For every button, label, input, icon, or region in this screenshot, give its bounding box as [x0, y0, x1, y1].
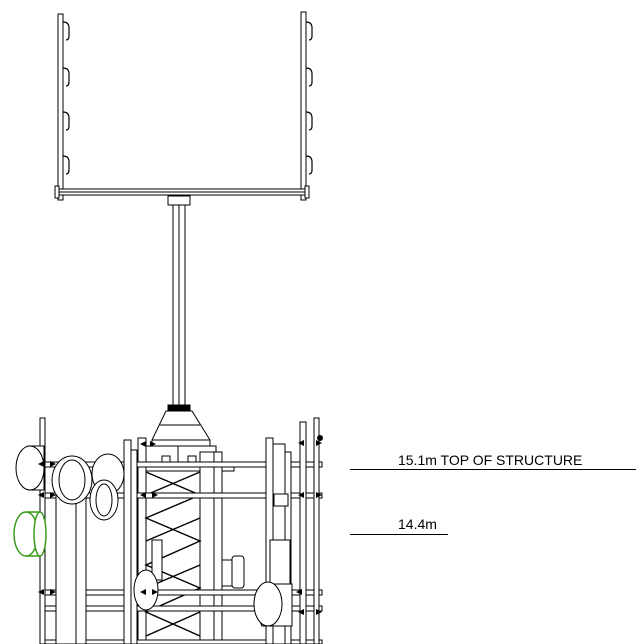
tower-left-leg [137, 437, 147, 644]
tower-right-leg [213, 451, 223, 644]
headframe [54, 11, 313, 201]
tower-bracing [144, 471, 202, 637]
level-label-top-of-structure: 15.1m TOP OF STRUCTURE [398, 452, 583, 468]
mast-pole [167, 195, 191, 412]
right-antenna-cluster [253, 417, 323, 644]
level-line-14-4m [350, 534, 448, 535]
headframe-right-post [300, 11, 307, 201]
proposed-dish-highlight [13, 511, 47, 557]
microwave-dish-2 [51, 455, 93, 505]
lattice-tower-section [137, 437, 245, 644]
right-clamp-markers [296, 440, 322, 615]
microwave-dish-3 [89, 453, 125, 521]
microwave-dish-1 [15, 445, 45, 491]
level-line-top-of-structure [350, 469, 636, 470]
headframe-clamps [62, 21, 313, 175]
left-clamp-markers [38, 441, 158, 595]
level-label-14-4m: 14.4m [398, 516, 437, 532]
headframe-left-post [57, 13, 64, 201]
right-microwave-dish [253, 581, 293, 627]
left-antenna-cluster [13, 417, 159, 644]
